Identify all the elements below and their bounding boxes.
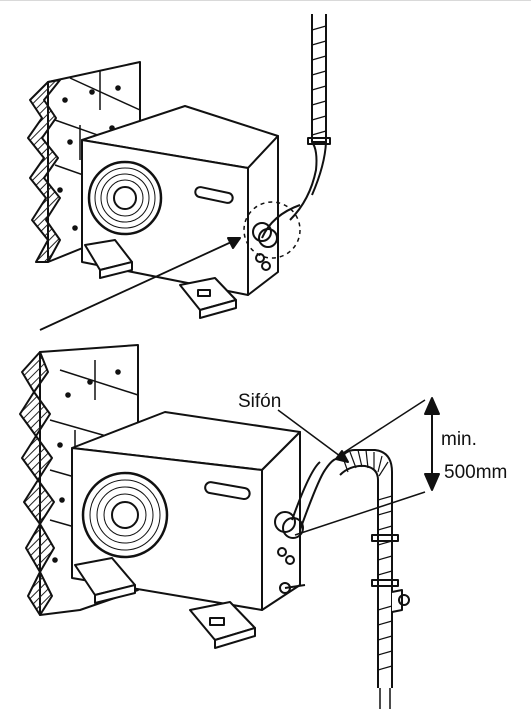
dimension-arrowhead-down (424, 473, 440, 491)
page-top-rule (0, 0, 531, 1)
dimension-extension-bottom (294, 491, 426, 536)
min-label: min. (441, 429, 477, 450)
top-pointer-arrowhead (227, 237, 241, 249)
top-mount-feet (84, 239, 237, 319)
dimension-extension-top (339, 399, 426, 456)
top-drain-hose (289, 14, 331, 221)
bottom-drain-hose-siphon (291, 449, 410, 709)
height-dimension-label: 500mm (444, 462, 508, 483)
siphon-pointer-arrowhead (335, 450, 349, 463)
bottom-mount-feet (74, 557, 256, 649)
siphon-label: Sifón (238, 391, 282, 412)
siphon-pointer-line (277, 409, 349, 463)
top-figure (27, 14, 331, 331)
dimension-arrowhead-up (424, 397, 440, 415)
top-pointer-line (39, 237, 241, 331)
bottom-figure (19, 344, 440, 709)
